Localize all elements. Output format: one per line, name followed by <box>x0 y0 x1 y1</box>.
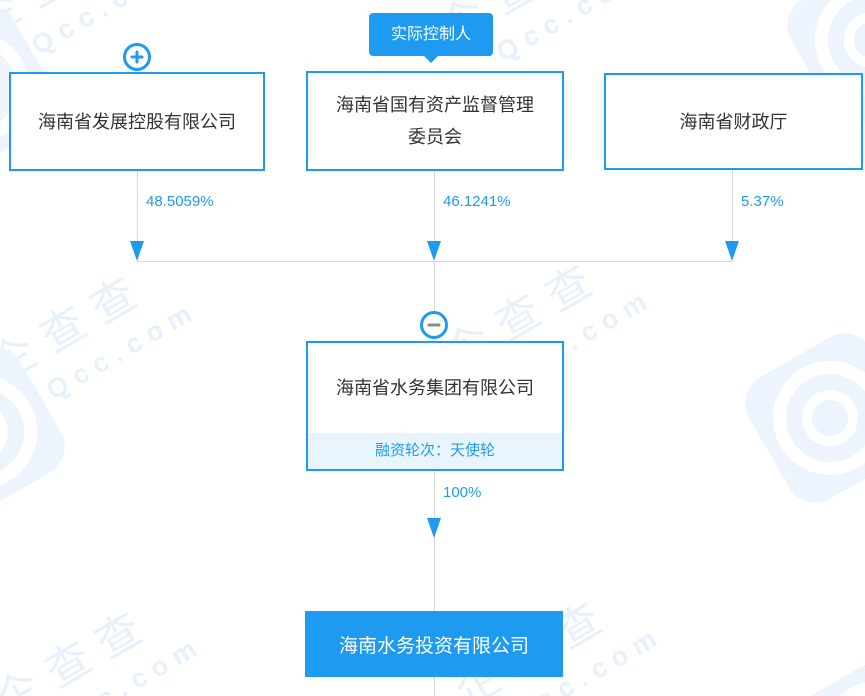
qcc-watermark-logo-icon <box>0 336 76 528</box>
connector-line <box>434 677 435 696</box>
qcc-watermark-domain: Qcc.com <box>26 0 189 61</box>
actual-controller-badge: 实际控制人 <box>369 13 494 56</box>
subsidiary-node-hainan-water-investment[interactable]: 海南水务投资有限公司 <box>305 611 563 677</box>
financing-round-label: 融资轮次：天使轮 <box>308 433 562 469</box>
company-node-hainan-water-group[interactable]: 海南省水务集团有限公司 融资轮次：天使轮 <box>306 341 564 471</box>
qcc-watermark-logo-icon <box>782 642 865 696</box>
company-name: 海南省水务集团有限公司 <box>336 378 534 398</box>
shareholder-node-hainan-finance-department[interactable]: 海南省财政厅 <box>604 73 863 170</box>
expand-button[interactable] <box>123 43 151 71</box>
shareholder-node-hainan-sasac[interactable]: 海南省国有资产监督管理委员会 <box>306 71 564 171</box>
connector-line <box>434 471 435 611</box>
qcc-watermark-text: 企查查 Qcc.com <box>0 597 209 696</box>
shareholder-name: 海南省发展控股有限公司 <box>38 111 236 132</box>
connector-line <box>732 170 733 241</box>
arrow-down-icon <box>130 241 144 261</box>
plus-icon <box>135 50 139 64</box>
arrow-down-icon <box>427 241 441 261</box>
minus-icon <box>427 323 441 327</box>
connector-line <box>137 261 733 262</box>
connector-line <box>434 262 435 311</box>
ownership-percent-label: 100% <box>443 484 482 501</box>
shareholder-name: 海南省国有资产监督管理委员会 <box>336 95 534 147</box>
collapse-button[interactable] <box>420 311 448 339</box>
shareholder-name: 海南省财政厅 <box>679 111 788 132</box>
connector-line <box>434 171 435 241</box>
qcc-watermark-cn: 企查查 <box>0 0 171 49</box>
subsidiary-name: 海南水务投资有限公司 <box>338 635 529 657</box>
shareholder-node-hainan-development-holding[interactable]: 海南省发展控股有限公司 <box>9 72 265 171</box>
ownership-percent-label: 5.37% <box>741 193 784 210</box>
arrow-down-icon <box>725 241 739 261</box>
connector-line <box>137 171 138 241</box>
qcc-watermark-logo-icon <box>734 322 865 514</box>
arrow-down-icon <box>427 518 441 538</box>
ownership-percent-label: 46.1241% <box>443 193 511 210</box>
ownership-percent-label: 48.5059% <box>146 193 214 210</box>
actual-controller-badge-label: 实际控制人 <box>391 26 472 43</box>
qcc-watermark-text: 企查查 Qcc.com <box>0 262 204 406</box>
qcc-watermark-text: 企查查 Qcc.com <box>0 0 189 79</box>
